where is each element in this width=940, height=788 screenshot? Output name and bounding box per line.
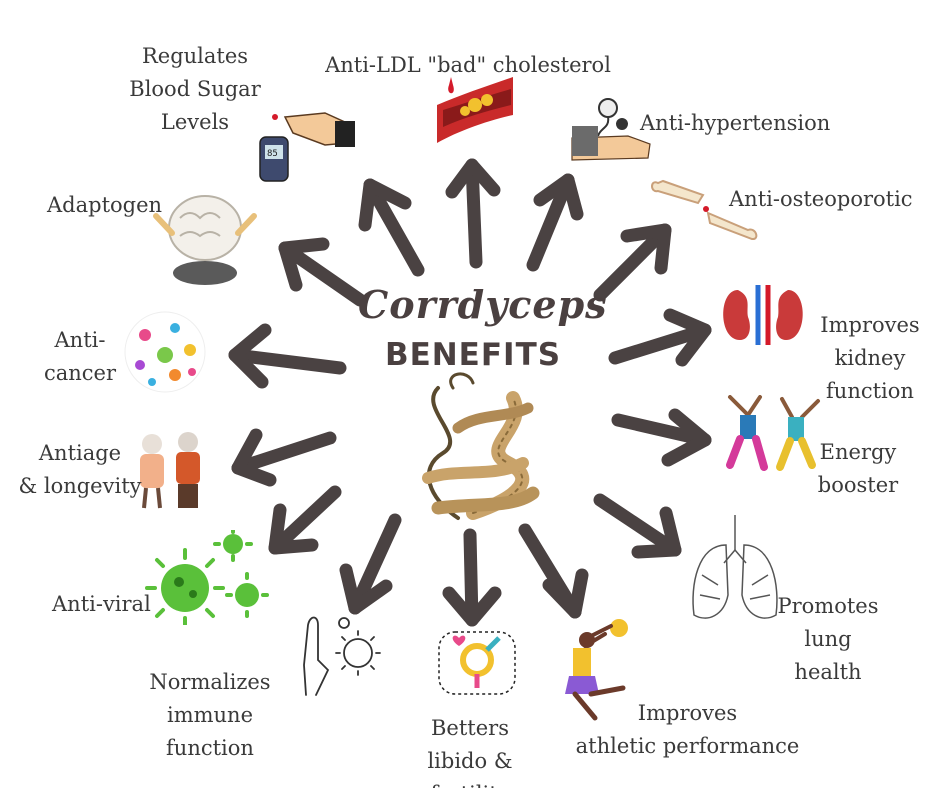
label-antiviral: Anti-viral [52, 592, 151, 616]
arrow-antiviral [268, 485, 342, 555]
label-immune: Normalizes immune function [149, 670, 271, 760]
jumping-people-icon [726, 395, 820, 471]
title-script: Corrdyceps [358, 282, 608, 327]
label-lung: Promotes lung health [777, 594, 879, 684]
arrow-immune [339, 513, 402, 615]
label-cancer: Anti- cancer [43, 328, 117, 385]
meditating-brain-icon [153, 195, 257, 285]
title-main: BENEFITS [384, 337, 562, 373]
hand-stop-virus-icon [303, 616, 381, 696]
label-kidney: Improves kidney function [820, 313, 920, 403]
arrow-hypertension [526, 173, 584, 272]
elderly-couple-icon [140, 432, 200, 509]
arrow-blood-sugar [358, 178, 425, 277]
label-hypertension: Anti-hypertension [640, 111, 831, 135]
label-libido: Betters libido & fertility [427, 716, 513, 788]
svg-text:85: 85 [267, 149, 278, 159]
arrow-athletic [518, 523, 589, 619]
label-osteoporotic: Anti-osteoporotic [729, 187, 913, 211]
arrow-lung [593, 493, 682, 559]
arrow-cancer [228, 323, 347, 389]
cancer-cells-icon [124, 311, 206, 393]
arrow-osteoporotic [593, 223, 672, 302]
arrow-adaptogen [278, 237, 367, 307]
blood-pressure-cuff-icon [571, 98, 651, 161]
kidneys-icon [723, 285, 803, 345]
volleyball-player-icon [565, 619, 628, 721]
arrow-energy [611, 408, 712, 467]
label-blood-sugar: Regulates Blood Sugar Levels [129, 44, 261, 134]
label-cholesterol: Anti-LDL "bad" cholesterol [325, 53, 611, 77]
gender-symbol-icon [438, 631, 516, 695]
lungs-icon [692, 515, 778, 619]
arrow-kidney [608, 308, 712, 367]
label-energy: Energy booster [817, 440, 899, 497]
cordyceps-icon [422, 372, 540, 520]
artery-cholesterol-icon [437, 77, 513, 143]
label-athletic: Improves athletic performance [575, 701, 800, 758]
broken-bone-icon [651, 179, 758, 240]
label-antiage: Antiage & longevity [18, 441, 142, 498]
virus-icon [145, 530, 269, 625]
arrow-antiage [231, 428, 337, 487]
label-adaptogen: Adaptogen [47, 193, 163, 217]
arrow-cholesterol [445, 158, 501, 269]
glucose-meter-icon: 85 [259, 112, 355, 182]
arrow-libido [442, 528, 502, 627]
